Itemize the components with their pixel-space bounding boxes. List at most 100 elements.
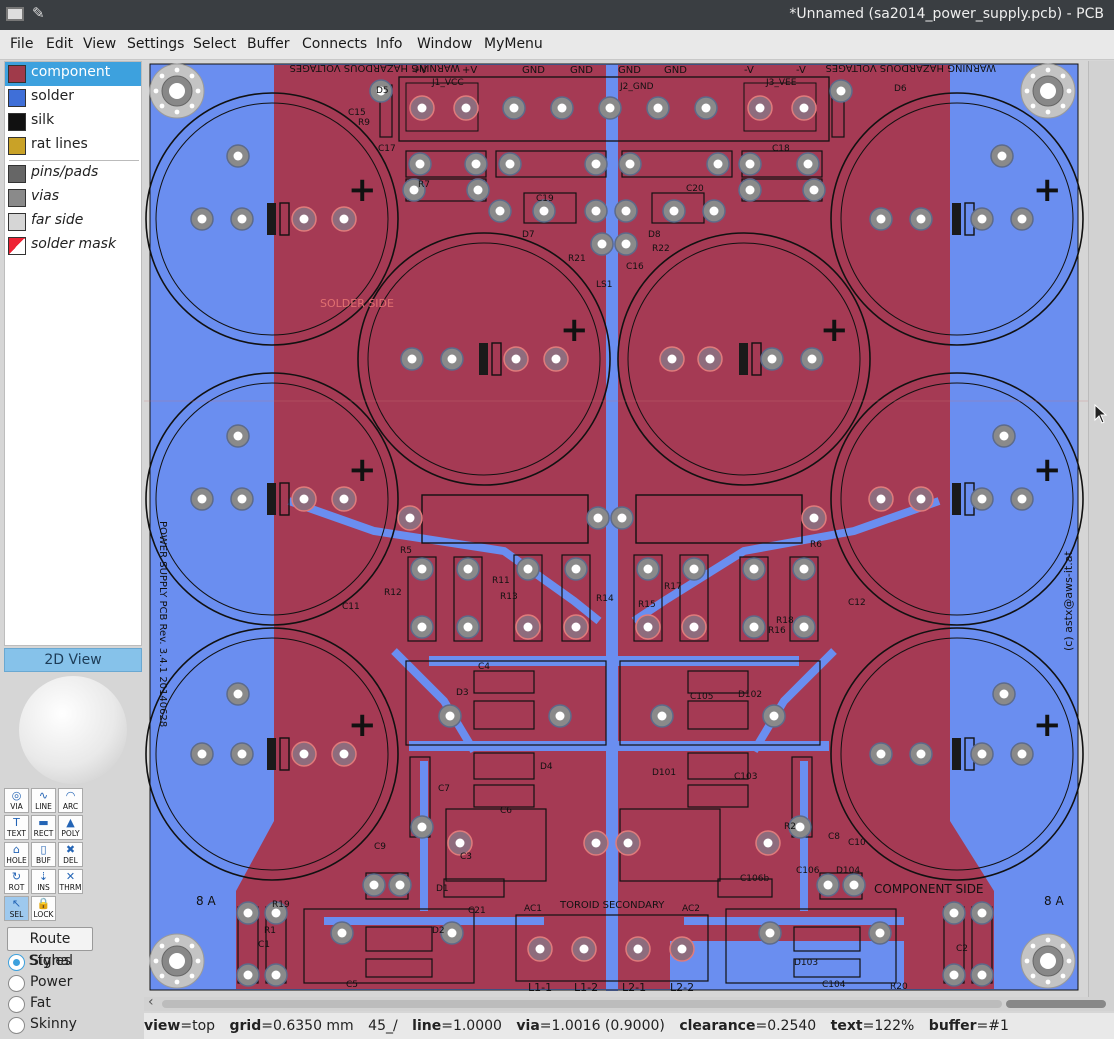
3d-navigation-sphere[interactable] [19,676,127,784]
menu-select[interactable]: Select [193,36,237,52]
pcb-ref-d4: D4 [540,762,553,772]
menu-buffer[interactable]: Buffer [247,36,290,52]
horizontal-scrollbar[interactable]: ‹ [144,994,1114,1011]
text-icon: T [13,816,20,829]
status-clearance-value: 0.2540 [767,1018,817,1034]
layer-swatch [8,189,26,207]
layer-component[interactable]: component [5,62,141,86]
arc-icon: ◠ [65,789,76,802]
status-text: text=122% [830,1018,915,1034]
pcb-ref-d104: D104 [836,866,860,876]
buffer-icon: ▯ [40,843,47,856]
pcb-warning-right: WARNING HAZARDOUS VOLTAGES [825,62,996,73]
tool-hole[interactable]: ⌂HOLE [4,842,29,867]
route-style-label: Skinny [30,1016,77,1032]
tool-rot[interactable]: ↻ROT [4,869,29,894]
tool-lock[interactable]: 🔒LOCK [31,896,56,921]
layer-swatch [8,137,26,155]
status-buffer-value: #1 [988,1018,1009,1034]
pcb-label-minusv: -V [744,65,754,76]
menu-view[interactable]: View [83,36,117,52]
radio-dot [8,1017,25,1034]
pcb-ac2-label: AC2 [682,904,700,914]
pcb-ref-c1: C1 [258,940,270,950]
pcb-board[interactable]: + [144,61,1088,997]
2d-view-button[interactable]: 2D View [4,648,142,672]
layer-pins-pads[interactable]: pins/pads [5,162,141,186]
pcb-ref-r12: R12 [384,588,402,598]
pcb-canvas[interactable]: + [144,61,1088,997]
tool-ins[interactable]: ⇣INS [31,869,56,894]
menu-file[interactable]: File [10,36,34,52]
pcb-warning-left: WARNING HAZARDOUS VOLTAGES [289,62,460,73]
pin-icon[interactable]: ✎ [32,4,45,22]
layer-rat-lines[interactable]: rat lines [5,134,141,158]
menu-info[interactable]: Info [376,36,403,52]
route-style-signal[interactable]: Signal [8,952,138,972]
scroll-track[interactable] [162,1000,1002,1008]
layer-vias[interactable]: vias [5,186,141,210]
status-view: view=top [144,1018,216,1034]
tool-line[interactable]: ∿LINE [31,788,56,813]
tool-rect[interactable]: ▬RECT [31,815,56,840]
pcb-ref-r6: R6 [810,540,822,550]
tool-buf[interactable]: ▯BUF [31,842,56,867]
route-style-fat[interactable]: Fat [8,994,138,1014]
pcb-ref-r14: R14 [596,594,614,604]
route-style-skinny[interactable]: Skinny [8,1015,138,1035]
pcb-ref-d101: D101 [652,768,676,778]
hole-icon: ⌂ [13,843,20,856]
tool-label: RECT [33,829,54,838]
layer-swatch [8,65,26,83]
menu-edit[interactable]: Edit [46,36,74,52]
pcb-l22-label: L2-2 [670,981,694,994]
pcb-connector-j2: J2_GND [619,82,654,92]
pcb-label-gnd4: GND [664,65,687,76]
pcb-ref-r21: R21 [568,254,586,264]
tool-thrm[interactable]: ✕THRM [58,869,83,894]
pcb-ref-c3: C3 [460,852,472,862]
tool-label: BUF [36,856,51,865]
menu-window[interactable]: Window [417,36,473,52]
route-style-power[interactable]: Power [8,973,138,993]
tool-poly[interactable]: ▲POLY [58,815,83,840]
layer-solder-mask[interactable]: solder mask [5,234,141,258]
tool-del[interactable]: ✖DEL [58,842,83,867]
via-icon: ◎ [11,789,22,802]
pcb-ref-d2: D2 [432,926,445,936]
scroll-left-icon[interactable]: ‹ [148,994,154,1010]
tool-via[interactable]: ◎VIA [4,788,29,813]
vertical-scrollbar[interactable] [1088,61,1114,997]
menu-connects[interactable]: Connects [302,36,368,52]
layer-silk[interactable]: silk [5,110,141,134]
status-grid-value: 0.6350 mm [272,1018,354,1034]
route-styles-button[interactable]: Route Styles [7,927,93,969]
layer-swatch [8,89,26,107]
menu-settings[interactable]: Settings [127,36,185,52]
menu-mymenu[interactable]: MyMenu [484,36,543,52]
pcb-ref-c106b: C106b [740,874,769,884]
status-clearance: clearance=0.2540 [679,1018,817,1034]
scroll-thumb[interactable] [1006,1000,1106,1008]
pcb-ref-c18: C18 [772,144,790,154]
app-icon [6,7,24,21]
pcb-ref-d1: D1 [436,884,449,894]
tool-sel[interactable]: ↖SEL [4,896,29,921]
pcb-ac1-label: AC1 [524,904,542,914]
layer-far-side[interactable]: far side [5,210,141,234]
pcb-ref-c11: C11 [342,602,360,612]
pcb-label-gnd2: GND [570,65,593,76]
tool-label: LOCK [33,910,54,919]
status-text-value: 122% [874,1018,915,1034]
route-style-label: Fat [30,995,51,1011]
tool-arc[interactable]: ◠ARC [58,788,83,813]
layer-swatch [8,213,26,231]
pcb-ref-c7: C7 [438,784,450,794]
tool-label: ARC [62,802,79,811]
status-angle: 45_/ [368,1018,398,1034]
pcb-ref-c10: C10 [848,838,866,848]
pcb-version-text: POWER SUPPLY PCB Rev. 3.4.1 20140628 [157,521,168,727]
layer-solder[interactable]: solder [5,86,141,110]
status-via: via=1.0016 (0.9000) [516,1018,665,1034]
